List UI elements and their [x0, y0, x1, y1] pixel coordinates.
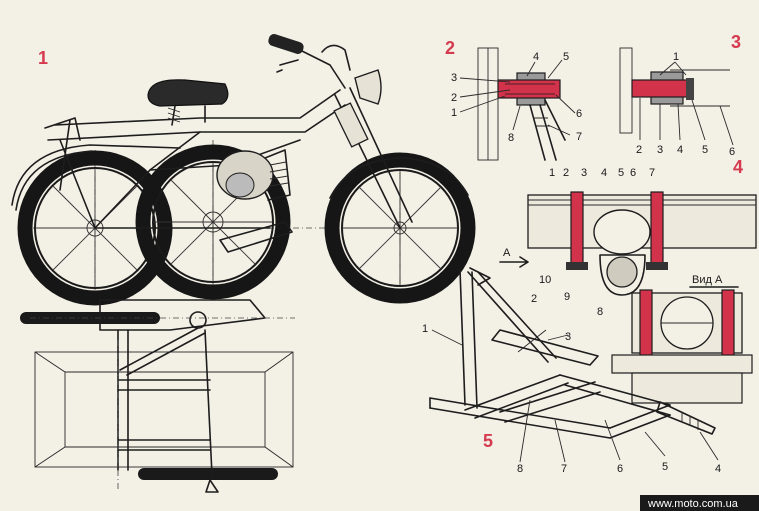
- fig4-label-9: 9: [564, 291, 570, 303]
- fig4-label-7: 7: [649, 167, 655, 179]
- figure-3-drawing: [619, 47, 730, 134]
- fig4-label-3: 3: [581, 167, 587, 179]
- figure-number-3: 3: [731, 32, 741, 52]
- figure-1-drawing: [11, 34, 476, 493]
- figure-number-1: 1: [38, 48, 48, 68]
- fig2-label-4: 4: [533, 51, 539, 63]
- fig5-label-2: 2: [531, 293, 537, 305]
- view-a-label: Вид А: [692, 274, 723, 286]
- figure-2-drawing: [477, 47, 566, 161]
- fig4-arrow-label: A: [503, 247, 511, 259]
- figure-5-drawing: [429, 267, 716, 439]
- engine: [216, 149, 291, 201]
- fig5-strut: [467, 271, 557, 363]
- fig2-label-6: 6: [576, 108, 582, 120]
- fig5-label-1: 1: [422, 323, 428, 335]
- fig5-label-7: 7: [561, 463, 567, 475]
- rear-fender: [11, 144, 181, 206]
- fig5-label-5: 5: [662, 461, 668, 473]
- fig5-label-4: 4: [715, 463, 721, 475]
- fig5-label-6: 6: [617, 463, 623, 475]
- headlight: [354, 69, 382, 105]
- figure-number-4: 4: [733, 157, 743, 177]
- watermark-background: [640, 495, 759, 511]
- fig3-label-1: 1: [673, 51, 679, 63]
- figure-number-5: 5: [483, 431, 493, 451]
- fig4-label-6: 6: [630, 167, 636, 179]
- fig4-label-8: 8: [597, 306, 603, 318]
- fig5-vertical-post: [459, 269, 478, 409]
- fig2-label-3: 3: [451, 72, 457, 84]
- front-fender: [329, 157, 469, 199]
- fig4-bolt-left: [570, 191, 584, 268]
- fig5-label-8: 8: [517, 463, 523, 475]
- fig3-bolt: [631, 79, 693, 98]
- fig5-cross-member: [464, 374, 569, 419]
- fig4-label-5: 5: [618, 167, 624, 179]
- fig5-label-3: 3: [565, 331, 571, 343]
- seat: [147, 79, 229, 107]
- fig2-bolt: [497, 79, 561, 99]
- leader-lines: [431, 59, 734, 463]
- figure-1-top-view: [20, 299, 295, 493]
- fig4-label-2: 2: [563, 167, 569, 179]
- fig4-label-10: 10: [539, 274, 551, 286]
- fig3-label-6: 6: [729, 146, 735, 158]
- fig3-label-4: 4: [677, 144, 683, 156]
- luggage-rack: [44, 117, 81, 191]
- fig2-label-2: 2: [451, 92, 457, 104]
- fig2-label-1: 1: [451, 107, 457, 119]
- front-fork: [333, 87, 413, 229]
- fig5-axle-tube: [491, 329, 599, 366]
- handlebar: [268, 34, 351, 89]
- exhaust-pipe: [219, 221, 293, 253]
- fig2-label-8: 8: [508, 132, 514, 144]
- watermark: www.moto.com.ua: [647, 498, 739, 510]
- fig3-label-5: 5: [702, 144, 708, 156]
- figure-number-2: 2: [445, 38, 455, 58]
- fig4-label-4: 4: [601, 167, 607, 179]
- figure-4-drawing: [499, 191, 757, 404]
- fig4-label-1: 1: [549, 167, 555, 179]
- fig2-label-5: 5: [563, 51, 569, 63]
- fig3-label-2: 2: [636, 144, 642, 156]
- fig2-label-7: 7: [576, 131, 582, 143]
- fig5-mount-pin: [656, 401, 716, 435]
- fig4-bolt-right: [650, 191, 664, 268]
- fig3-label-3: 3: [657, 144, 663, 156]
